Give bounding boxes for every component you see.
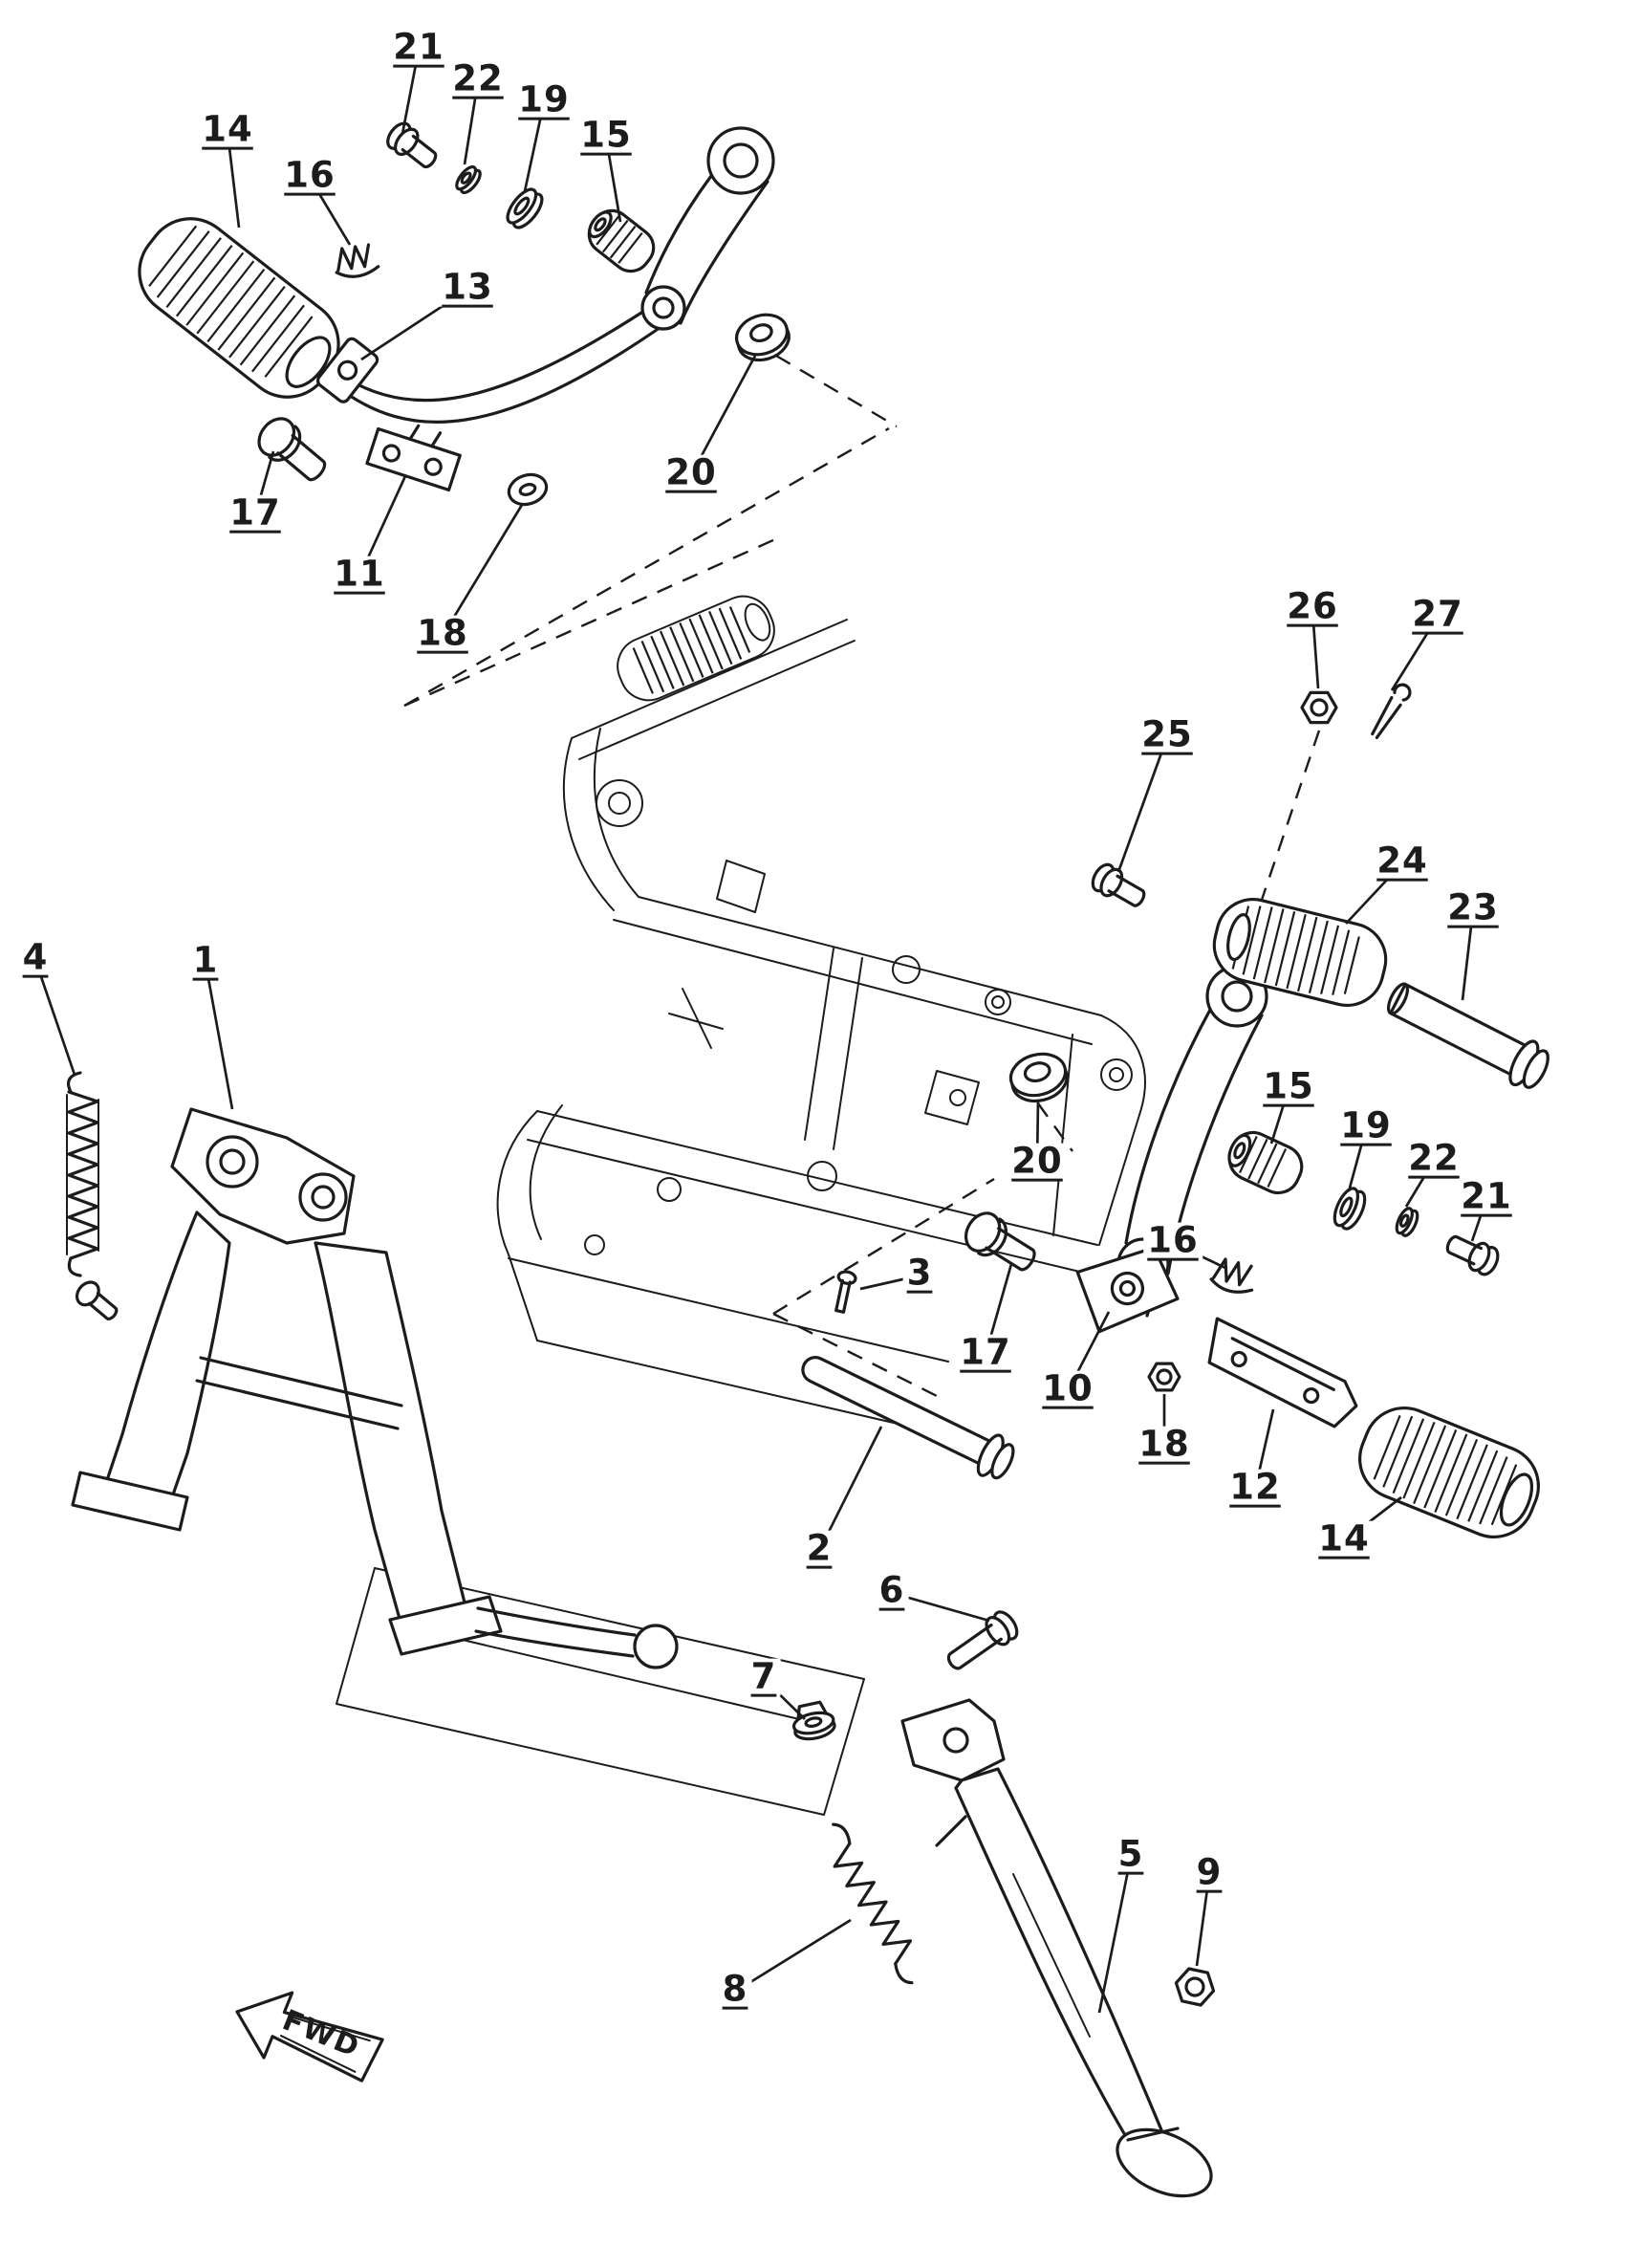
part-label-23-15: 23 — [1443, 889, 1503, 927]
part-label-22-1: 22 — [448, 60, 508, 98]
part-label-21-19: 21 — [1457, 1178, 1516, 1216]
part-label-16-21: 16 — [1143, 1222, 1202, 1260]
center-stand — [71, 1107, 679, 1669]
fwd-arrow-shape — [235, 1991, 384, 2083]
part-label-18-24: 18 — [1135, 1426, 1194, 1464]
washer-20-rear — [1008, 1052, 1069, 1103]
frame-outline — [336, 619, 1146, 1816]
washer-22-rear — [1395, 1207, 1419, 1237]
part-label-24-14: 24 — [1373, 842, 1432, 881]
cotter-pin-27 — [1371, 683, 1412, 740]
part-label-3-29: 3 — [902, 1254, 937, 1293]
part-label-9-34: 9 — [1192, 1854, 1226, 1892]
leader-line-2-30 — [817, 1426, 883, 1552]
washer-19-front — [506, 187, 544, 229]
washer-22-front — [455, 164, 482, 195]
leader-line-1-28 — [204, 962, 234, 1110]
footrest-holder-13 — [315, 337, 379, 403]
part-label-7-32: 7 — [747, 1658, 781, 1696]
bushing-15-rear — [1227, 1130, 1304, 1195]
part-label-20-20: 20 — [1008, 1143, 1067, 1181]
part-label-22-18: 22 — [1404, 1140, 1463, 1178]
part-label-14-26: 14 — [1314, 1520, 1374, 1559]
footrest-rubber-14-rear — [1358, 1406, 1540, 1539]
part-label-4-27: 4 — [18, 939, 53, 977]
leader-line-5-33 — [1097, 1856, 1133, 2014]
part-label-2-30: 2 — [802, 1530, 836, 1568]
side-stand — [900, 1698, 1213, 2198]
center-stand-spring — [66, 1071, 99, 1277]
bolt-21-rear — [1445, 1234, 1500, 1276]
leader-line-8-35 — [734, 1918, 852, 1994]
part-label-27-12: 27 — [1408, 596, 1467, 634]
pivot-shaft-2 — [801, 1356, 1015, 1480]
footrest-rubber-24 — [1212, 897, 1388, 1008]
bolt-25 — [1091, 862, 1146, 907]
front-footrest-arm — [640, 126, 775, 331]
part-label-20-7: 20 — [661, 454, 721, 492]
part-label-15-16: 15 — [1259, 1068, 1318, 1106]
footrest-pin-23 — [1386, 982, 1549, 1089]
bolt-6 — [946, 1610, 1019, 1670]
nut-9 — [1174, 1967, 1216, 2007]
part-label-19-2: 19 — [514, 81, 574, 120]
bolt-17-rear — [964, 1211, 1036, 1272]
spring-clip-16-front — [335, 243, 380, 278]
bolt-17-front — [257, 417, 327, 482]
part-label-5-33: 5 — [1114, 1836, 1148, 1874]
washer-18-front — [507, 472, 549, 507]
part-label-1-28: 1 — [188, 942, 223, 980]
leader-line-4-27 — [33, 959, 76, 1076]
nut-26 — [1300, 690, 1338, 725]
part-label-8-35: 8 — [718, 1971, 752, 2009]
assembly-dashed-lines — [403, 354, 1321, 1398]
part-label-17-22: 17 — [956, 1334, 1015, 1372]
washer-19-rear — [1332, 1187, 1367, 1231]
fwd-arrow: FWD — [222, 1962, 432, 2125]
spring-anchor-bolt — [75, 1280, 119, 1320]
part-label-15-3: 15 — [576, 117, 636, 155]
part-label-10-23: 10 — [1038, 1370, 1097, 1408]
washer-20-front — [734, 313, 791, 362]
part-label-16-5: 16 — [280, 157, 339, 195]
part-label-12-25: 12 — [1225, 1469, 1285, 1507]
part-label-25-13: 25 — [1138, 716, 1197, 754]
part-label-21-0: 21 — [389, 29, 448, 67]
spring-clip-16-rear — [1209, 1257, 1254, 1294]
part-label-6-31: 6 — [875, 1572, 909, 1610]
part-label-11-9: 11 — [330, 556, 389, 594]
part-label-18-10: 18 — [413, 615, 472, 653]
part-label-13-6: 13 — [438, 269, 497, 307]
part-label-19-17: 19 — [1336, 1107, 1396, 1145]
leader-line-25-13 — [1116, 736, 1169, 873]
bracket-10 — [1075, 1246, 1180, 1334]
nut-18-rear — [1147, 1362, 1181, 1392]
screw-3 — [834, 1270, 857, 1314]
frame-footpeg-pad — [617, 595, 775, 702]
step-bracket-12 — [1207, 1317, 1358, 1428]
side-stand-spring-8 — [832, 1822, 914, 1985]
bushing-15-front — [587, 208, 656, 273]
part-label-17-8: 17 — [226, 494, 285, 533]
bracket-11 — [365, 424, 462, 492]
part-label-14-4: 14 — [198, 111, 257, 149]
part-label-26-11: 26 — [1283, 588, 1342, 626]
leader-line-18-10 — [441, 504, 524, 637]
